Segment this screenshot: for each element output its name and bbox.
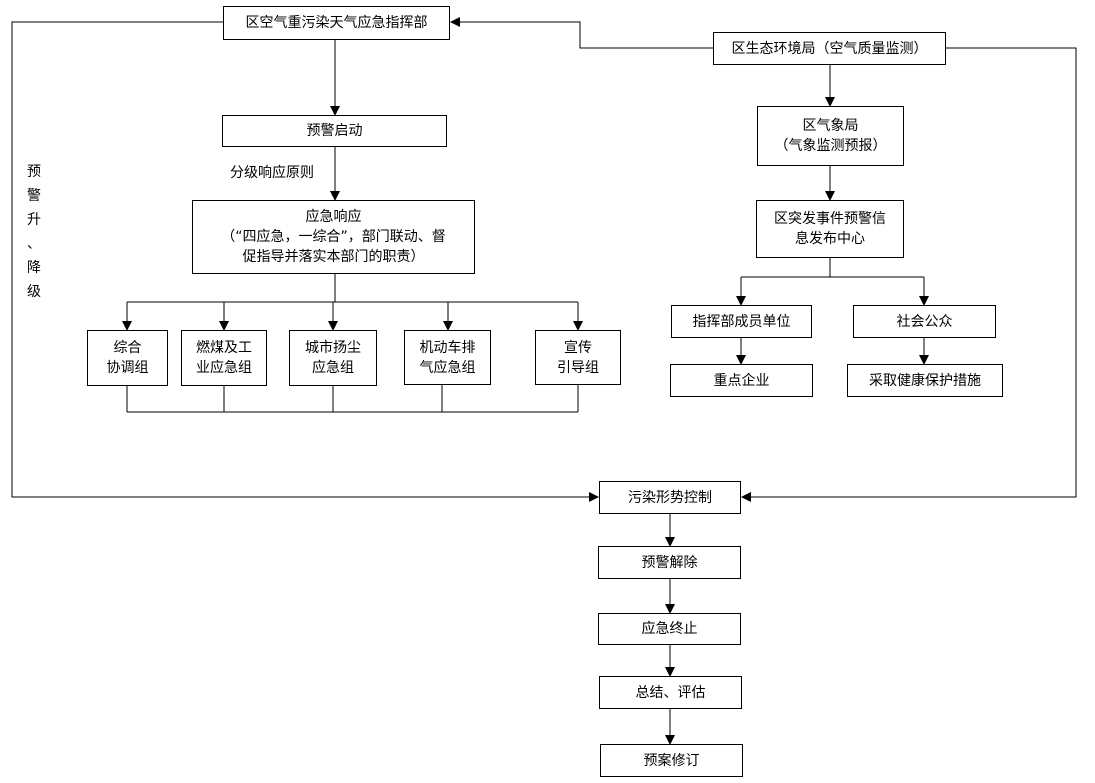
plan-revision-text: 预案修订 — [643, 752, 700, 769]
arrow-eco-to-hq — [450, 17, 713, 49]
emergency-end-text: 应急终止 — [641, 621, 698, 637]
summary-box: 总结、评估 — [599, 676, 742, 709]
warning-adjust-label: 预 警 升 、 降 级 — [27, 164, 41, 300]
plan-revision-box: 预案修订 — [600, 744, 743, 777]
command-hq-text: 区空气重污染天气应急指挥部 — [245, 15, 428, 31]
emergency-response-text: 应急响应 （“四应急，一综合”，部门联动、督 促指导并落实本部门的职责） — [221, 209, 446, 265]
arrow-eco-right-loop — [741, 47, 1077, 502]
key-enterprises-box: 重点企业 — [670, 364, 813, 397]
health-measures-text: 采取健康保护措施 — [869, 372, 981, 389]
group-coord-text: 综合 协调组 — [106, 340, 149, 376]
key-enterprises-text: 重点企业 — [713, 372, 770, 389]
grading-principle-label: 分级响应原则 — [230, 165, 314, 181]
public-box: 社会公众 — [853, 305, 996, 338]
arrow-hq-left-loop — [11, 21, 599, 502]
pollution-control-box: 污染形势控制 — [599, 481, 741, 514]
group-coal-text: 燃煤及工 业应急组 — [196, 340, 252, 376]
warning-start-text: 预警启动 — [306, 123, 363, 139]
group-coord-box: 综合 协调组 — [87, 330, 168, 386]
eco-bureau-text: 区生态环境局（空气质量监测） — [731, 40, 928, 57]
group-dust-text: 城市扬尘 应急组 — [305, 340, 361, 376]
member-units-text: 指挥部成员单位 — [692, 313, 791, 330]
group-publicity-text: 宣传 引导组 — [557, 339, 599, 376]
command-hq-box: 区空气重污染天气应急指挥部 — [223, 6, 450, 40]
warning-release-box: 预警解除 — [598, 546, 741, 579]
weather-bureau-box: 区气象局 （气象监测预报） — [757, 106, 904, 166]
warning-release-text: 预警解除 — [641, 554, 698, 571]
weather-bureau-text: 区气象局 （气象监测预报） — [774, 118, 887, 154]
emergency-response-box: 应急响应 （“四应急，一综合”，部门联动、督 促指导并落实本部门的职责） — [192, 200, 475, 274]
group-publicity-box: 宣传 引导组 — [535, 330, 621, 385]
alert-center-box: 区突发事件预警信 息发布中心 — [756, 200, 904, 258]
group-vehicle-box: 机动车排 气应急组 — [404, 330, 491, 385]
group-coal-box: 燃煤及工 业应急组 — [181, 330, 267, 386]
public-text: 社会公众 — [896, 313, 953, 330]
pollution-control-text: 污染形势控制 — [628, 489, 712, 506]
emergency-end-box: 应急终止 — [598, 613, 741, 645]
eco-bureau-box: 区生态环境局（空气质量监测） — [713, 32, 946, 65]
alert-center-text: 区突发事件预警信 息发布中心 — [774, 211, 886, 247]
group-dust-box: 城市扬尘 应急组 — [289, 330, 377, 386]
warning-start-box: 预警启动 — [222, 115, 447, 147]
summary-text: 总结、评估 — [635, 684, 706, 701]
health-measures-box: 采取健康保护措施 — [847, 364, 1003, 397]
member-units-box: 指挥部成员单位 — [671, 305, 812, 338]
group-vehicle-text: 机动车排 气应急组 — [419, 339, 476, 376]
